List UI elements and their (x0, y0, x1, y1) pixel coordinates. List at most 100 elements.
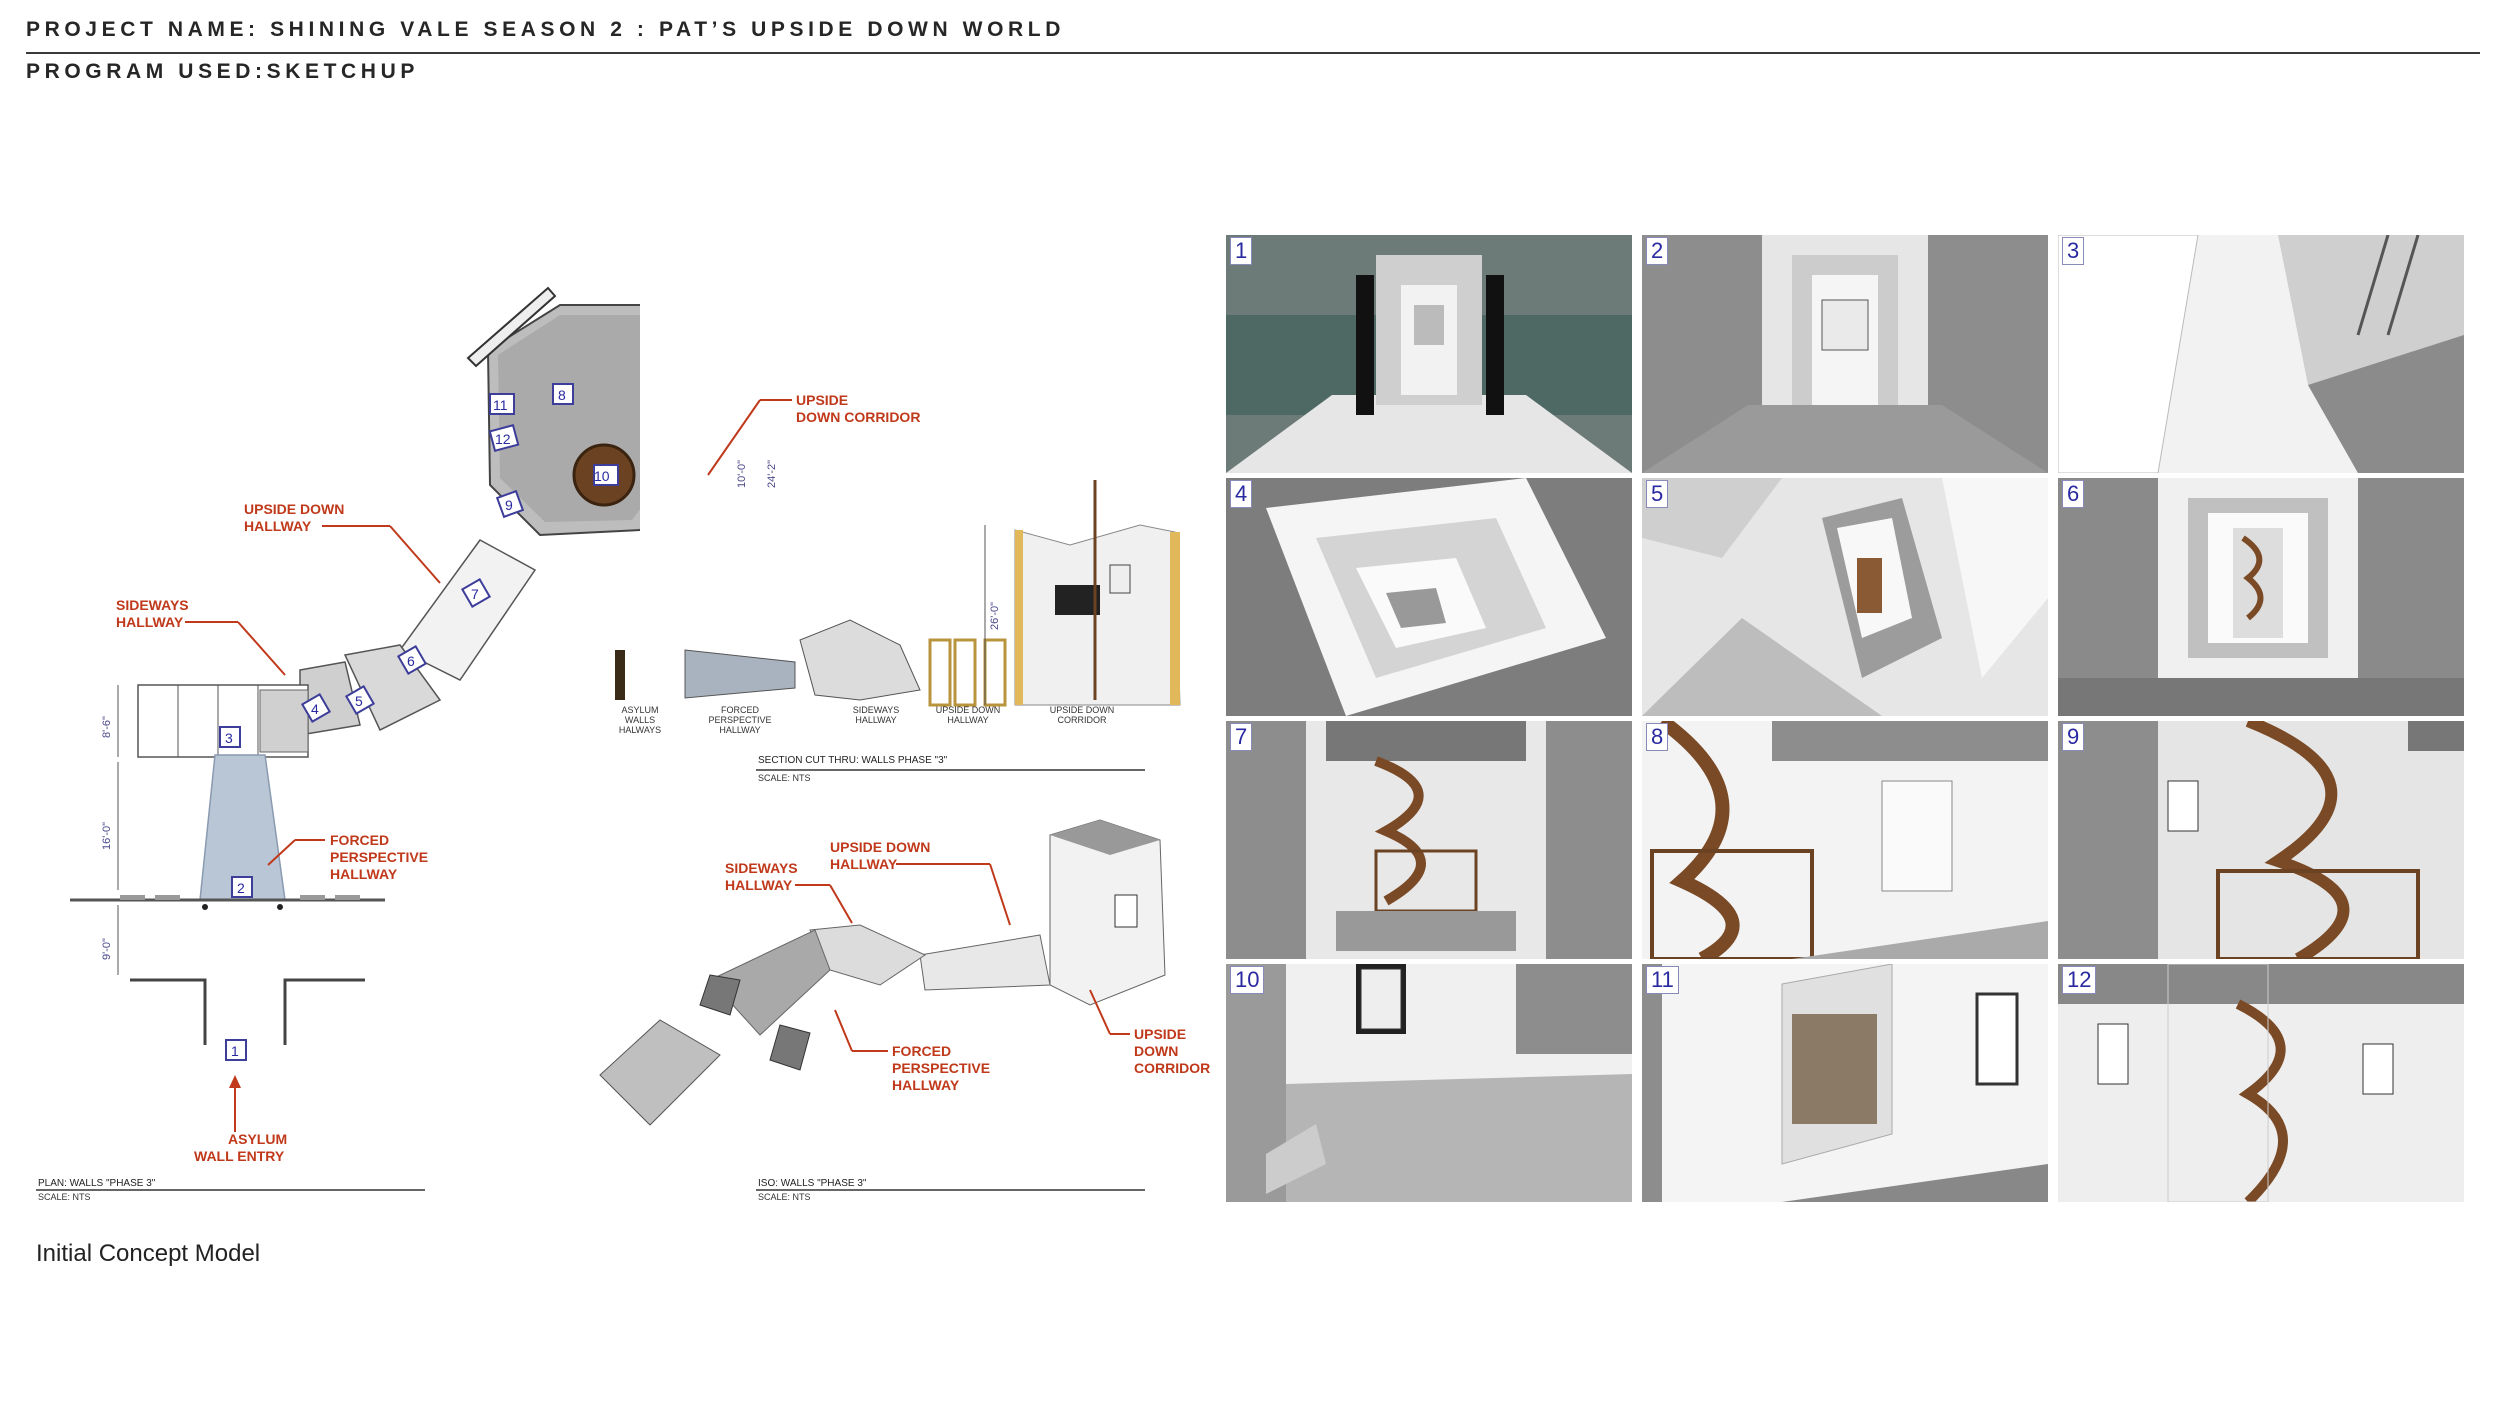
svg-text:3: 3 (225, 730, 233, 746)
render-number: 10 (1230, 966, 1265, 994)
render-number: 4 (1230, 480, 1253, 508)
camera-marker-9: 9 (495, 489, 525, 519)
project-name: PROJECT NAME: SHINING VALE SEASON 2 : PA… (26, 18, 1065, 41)
render-5: 5 (1642, 478, 2048, 716)
iso-annotations: SIDEWAYS HALLWAY UPSIDE DOWN HALLWAY FOR… (725, 839, 1210, 1202)
upside-down-hallway-plan (398, 539, 537, 681)
svg-text:9: 9 (505, 497, 513, 513)
render-4: 4 (1226, 478, 1632, 716)
plan-title: PLAN: WALLS "PHASE 3" (38, 1178, 156, 1189)
section-scale: SCALE: NTS (758, 773, 811, 783)
iso-title: ISO: WALLS "PHASE 3" (758, 1178, 867, 1189)
iso-label-udc-2: DOWN (1134, 1043, 1178, 1059)
label-sideways-hallway-1: SIDEWAYS (116, 597, 189, 613)
label-upside-down-corridor-1: UPSIDE (796, 392, 848, 408)
render-number: 8 (1646, 723, 1669, 751)
section-dim-26ft: 26'-0" (989, 602, 1001, 630)
section-label-asylum-3: HALWAYS (619, 725, 661, 735)
section-label-forced-2: PERSPECTIVE (708, 715, 771, 725)
svg-text:2: 2 (237, 880, 245, 896)
render-2: 2 (1642, 235, 2048, 473)
iso-label-sideways-1: SIDEWAYS (725, 860, 798, 876)
iso-label-udc-3: CORRIDOR (1134, 1060, 1210, 1076)
camera-marker-7: 7 (460, 577, 492, 609)
iso-label-udh-1: UPSIDE DOWN (830, 839, 930, 855)
dim-16ft: 16'-0" (101, 822, 113, 850)
section-label-udh-2: HALLWAY (947, 715, 988, 725)
render-1: 1 (1226, 235, 1632, 473)
svg-text:4: 4 (311, 701, 319, 717)
label-upside-down-corridor-2: DOWN CORRIDOR (796, 409, 920, 425)
render-number: 11 (1646, 966, 1679, 994)
svg-text:12: 12 (495, 431, 511, 447)
dim-8ft: 8'-6" (101, 716, 113, 738)
section-label-udc-2: CORRIDOR (1058, 715, 1107, 725)
svg-text:7: 7 (471, 586, 479, 602)
render-number: 1 (1230, 237, 1253, 265)
iso-label-forced-3: HALLWAY (892, 1077, 960, 1093)
camera-marker-12: 12 (488, 424, 520, 452)
camera-marker-2: 2 (231, 876, 253, 898)
render-3: 3 (2058, 235, 2464, 473)
render-6: 6 (2058, 478, 2464, 716)
label-forced-perspective-2: PERSPECTIVE (330, 849, 428, 865)
iso-label-forced-1: FORCED (892, 1043, 951, 1059)
render-number: 9 (2062, 723, 2085, 751)
iso-label-forced-2: PERSPECTIVE (892, 1060, 990, 1076)
dim-9ft: 9'-0" (101, 938, 113, 960)
section-label-udh-1: UPSIDE DOWN (936, 705, 1001, 715)
section-label-udc-1: UPSIDE DOWN (1050, 705, 1115, 715)
camera-marker-10: 10 (593, 464, 619, 486)
section-label-forced-3: HALLWAY (719, 725, 760, 735)
svg-text:11: 11 (493, 397, 508, 413)
render-11: 11 (1642, 964, 2048, 1202)
header-rule (26, 52, 2480, 54)
render-number: 2 (1646, 237, 1669, 265)
label-upside-down-hallway-1: UPSIDE DOWN (244, 501, 344, 517)
iso-label-udc-1: UPSIDE (1134, 1026, 1186, 1042)
label-sideways-hallway-2: HALLWAY (116, 614, 184, 630)
render-number: 3 (2062, 237, 2085, 265)
dim-10ft: 10'-0" (736, 460, 748, 488)
render-7: 7 (1226, 721, 1632, 959)
iso-scale: SCALE: NTS (758, 1192, 811, 1202)
camera-marker-1: 1 (225, 1039, 247, 1061)
label-upside-down-hallway-2: HALLWAY (244, 518, 312, 534)
label-forced-perspective-3: HALLWAY (330, 866, 398, 882)
dim-24ft: 24'-2" (766, 460, 778, 488)
caption: Initial Concept Model (36, 1240, 261, 1267)
section-annotations: 26'-0" ASYLUM WALLS HALWAYS FORCED PERSP… (619, 602, 1145, 783)
render-number: 6 (2062, 480, 2085, 508)
render-number: 5 (1646, 480, 1669, 508)
camera-marker-4: 4 (300, 692, 332, 724)
render-number: 12 (2062, 966, 2097, 994)
program-used: PROGRAM USED:SKETCHUP (26, 60, 419, 83)
render-9: 9 (2058, 721, 2464, 959)
render-8: 8 (1642, 721, 2048, 959)
render-12: 12 (2058, 964, 2464, 1202)
svg-text:8: 8 (558, 387, 566, 403)
camera-marker-6: 6 (396, 644, 428, 676)
label-asylum-wall-entry-1: ASYLUM (228, 1131, 287, 1147)
section-label-sideways-2: HALLWAY (855, 715, 896, 725)
plan-drawing (70, 286, 640, 1045)
section-label-forced-1: FORCED (721, 705, 760, 715)
section-drawing (615, 480, 1181, 707)
section-label-asylum-1: ASYLUM (621, 705, 658, 715)
camera-marker-11: 11 (489, 393, 515, 415)
camera-marker-3: 3 (219, 726, 241, 748)
label-asylum-wall-entry-2: WALL ENTRY (194, 1148, 285, 1164)
iso-label-sideways-2: HALLWAY (725, 877, 793, 893)
plan-annotations: UPSIDE DOWN CORRIDOR UPSIDE DOWN HALLWAY… (36, 383, 920, 1202)
svg-text:1: 1 (231, 1043, 239, 1059)
iso-drawing (599, 819, 1166, 1126)
svg-text:6: 6 (407, 653, 415, 669)
section-label-sideways-1: SIDEWAYS (853, 705, 900, 715)
render-10: 10 (1226, 964, 1632, 1202)
section-label-asylum-2: WALLS (625, 715, 655, 725)
plan-scale: SCALE: NTS (38, 1192, 91, 1202)
section-title: SECTION CUT THRU: WALLS PHASE "3" (758, 755, 948, 766)
camera-marker-5: 5 (344, 684, 376, 716)
iso-label-udh-2: HALLWAY (830, 856, 898, 872)
svg-text:5: 5 (355, 693, 363, 709)
